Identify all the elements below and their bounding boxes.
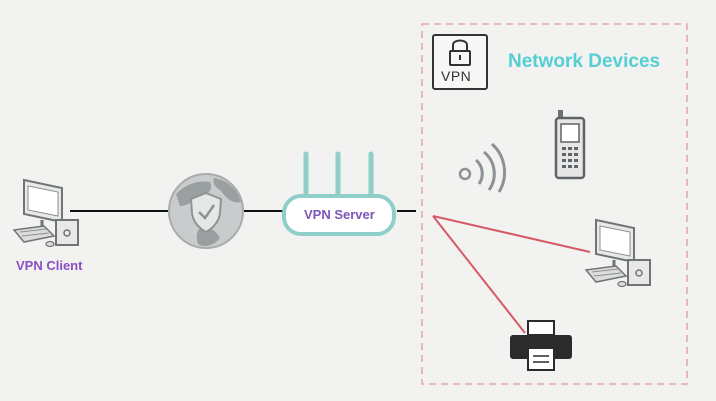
network-boundary	[421, 23, 688, 385]
wifi-router-icon	[282, 151, 396, 236]
vpn-badge-text: VPN	[441, 68, 472, 84]
desktop-computer-icon	[584, 218, 651, 288]
vpn-client-label: VPN Client	[16, 258, 83, 273]
mobile-phone-icon	[554, 110, 586, 180]
network-devices-title: Network Devices	[508, 51, 661, 72]
shielded-globe-icon	[168, 173, 244, 249]
padlock-icon	[432, 34, 488, 90]
link-network-printer	[432, 215, 526, 334]
printer-icon	[510, 320, 572, 371]
link-network-computer	[432, 215, 591, 253]
wifi-signal-icon	[458, 142, 507, 193]
vpn-server-label: VPN Server	[304, 207, 375, 222]
desktop-computer-icon	[12, 178, 79, 248]
